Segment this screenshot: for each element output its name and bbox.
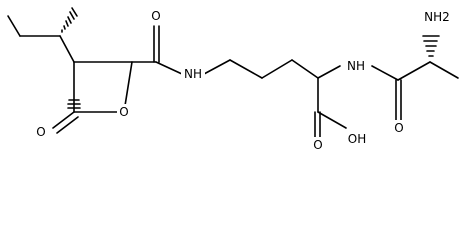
atom-amide2-nh: NH bbox=[344, 58, 368, 74]
atom-amide2-o: O bbox=[392, 120, 406, 136]
bond-nh-to-amide2 bbox=[371, 65, 399, 81]
bond-ethyl-ch3 bbox=[7, 15, 21, 37]
bond-alpha-to-nh bbox=[317, 65, 341, 79]
bond-ring-c4-o bbox=[123, 61, 133, 113]
svg-text:O: O bbox=[36, 125, 45, 139]
bond-linker-2 bbox=[229, 59, 263, 79]
hash-wedge-amine bbox=[422, 35, 440, 57]
bond-amide1-c-n bbox=[155, 61, 183, 75]
svg-text:O: O bbox=[119, 105, 128, 119]
svg-text:O: O bbox=[313, 138, 322, 152]
atom-acid-o: O bbox=[311, 137, 325, 153]
bond-sidechain-to-ring bbox=[59, 35, 75, 63]
svg-text:O: O bbox=[151, 9, 160, 23]
svg-text:OH: OH bbox=[348, 132, 366, 146]
svg-text:NH2: NH2 bbox=[424, 10, 450, 24]
bond-acid-oh bbox=[317, 111, 347, 129]
hash-wedge-ring bbox=[67, 99, 81, 109]
bond-linker-3 bbox=[261, 59, 293, 79]
svg-text:O: O bbox=[394, 121, 403, 135]
chemical-structure: O O O NH NH OH O O bbox=[7, 7, 459, 153]
bond-lactone-co-a bbox=[52, 111, 75, 129]
atom-amide1-nh: NH bbox=[181, 66, 205, 82]
atom-ring-o: O bbox=[117, 104, 131, 120]
bond-linker-1 bbox=[203, 59, 231, 75]
bond-layer bbox=[7, 7, 459, 141]
bond-lactone-co-b bbox=[56, 116, 79, 134]
svg-text:NH: NH bbox=[347, 59, 365, 73]
bond-linker-4 bbox=[291, 59, 319, 79]
atom-label-layer: O O O NH NH OH O O bbox=[34, 8, 454, 153]
atom-amine: NH2 bbox=[420, 8, 454, 26]
atom-acid-oh: OH bbox=[344, 131, 370, 147]
hash-wedge-methyl bbox=[61, 7, 78, 33]
svg-text:NH: NH bbox=[184, 67, 202, 81]
bond-ala-methyl bbox=[429, 61, 459, 79]
bond-amide2-to-alpha bbox=[397, 61, 431, 81]
atom-amide1-o: O bbox=[149, 8, 163, 24]
atom-lactone-carbonyl-o: O bbox=[34, 124, 48, 140]
